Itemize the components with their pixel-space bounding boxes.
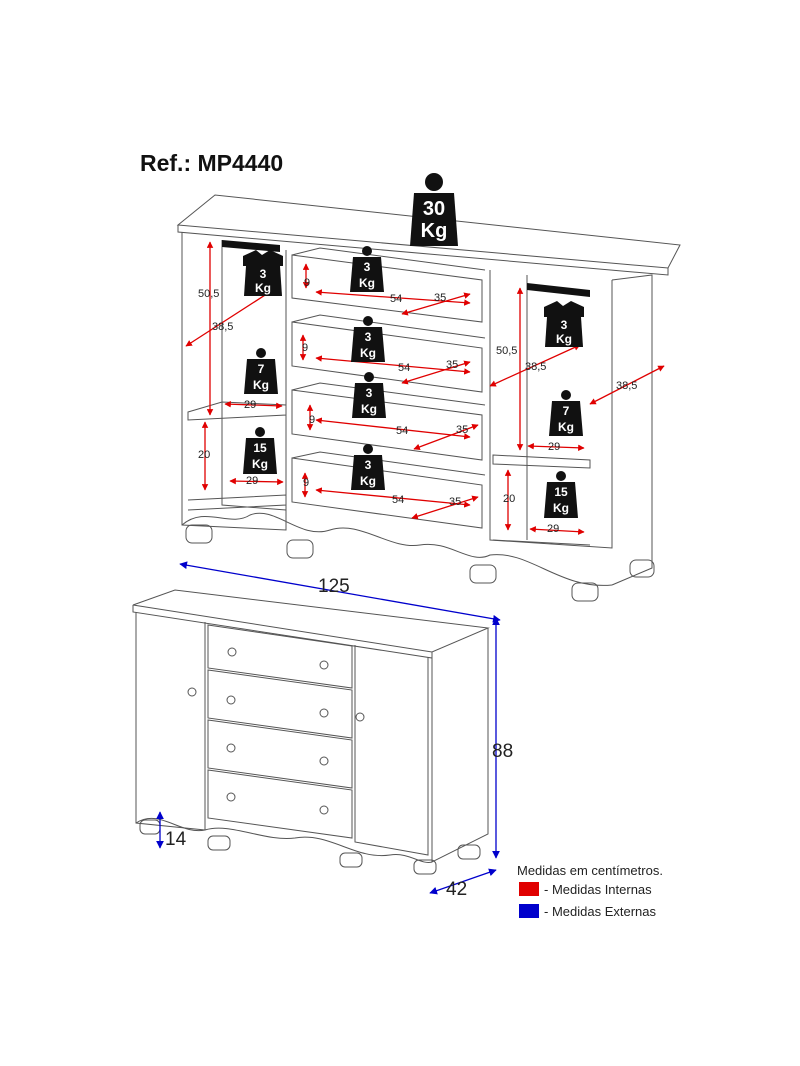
svg-text:Kg: Kg: [252, 457, 268, 471]
height-label: 88: [492, 741, 513, 762]
weight-icon-drawer3: 3 Kg: [352, 372, 386, 418]
legend-internal-label: - Medidas Internas: [544, 882, 652, 897]
drawer3-height-label: 9: [309, 414, 315, 426]
weight-icon-drawer1: 3 Kg: [350, 246, 384, 292]
left-height-label: 50,5: [198, 288, 219, 300]
svg-text:Kg: Kg: [558, 420, 574, 434]
weight-icon-drawer2: 3 Kg: [351, 316, 385, 362]
svg-text:Kg: Kg: [361, 402, 377, 416]
weight-icon-shelf-left-bottom: 15 Kg: [243, 427, 277, 474]
open-cabinet-view: [176, 194, 681, 602]
svg-text:7: 7: [563, 404, 570, 418]
external-dimension-labels: 125 88 14 42: [165, 576, 513, 900]
right-height-label: 50,5: [496, 345, 517, 357]
width-label: 125: [318, 576, 350, 597]
weight-tags: 30 Kg 3 Kg 3 Kg 3 Kg 3 Kg: [243, 173, 584, 518]
right-bottom-height-label: 20: [503, 493, 515, 505]
svg-text:3: 3: [364, 260, 371, 274]
drawer3-width-label: 54: [396, 425, 408, 437]
right-depth-label: 38,5: [525, 361, 546, 373]
svg-text:30: 30: [423, 198, 445, 220]
feet-height-label: 14: [165, 829, 187, 850]
external-dimension-lines: [156, 561, 501, 895]
svg-text:3: 3: [260, 267, 267, 281]
reference-title: Ref.: MP4440: [140, 150, 284, 176]
svg-text:Kg: Kg: [253, 378, 269, 392]
left-shelf-width-label: 29: [244, 399, 256, 411]
drawer2-depth-label: 35: [446, 359, 458, 371]
svg-text:Kg: Kg: [421, 220, 448, 242]
weight-icon-hanger-left: 3 Kg: [243, 250, 283, 296]
legend-title: Medidas em centímetros.: [517, 863, 663, 878]
internal-dimension-labels: 50,5 38,5 29 20 29 9 54 35 9 54 35 9 54 …: [198, 277, 637, 535]
svg-text:3: 3: [366, 386, 373, 400]
svg-text:Kg: Kg: [360, 346, 376, 360]
drawer3-depth-label: 35: [456, 424, 468, 436]
svg-text:3: 3: [365, 458, 372, 472]
svg-text:7: 7: [258, 362, 265, 376]
svg-text:15: 15: [253, 441, 267, 455]
internal-dimension-lines: [185, 241, 665, 535]
svg-text:3: 3: [365, 330, 372, 344]
right-bottom-width-label: 29: [547, 523, 559, 535]
weight-icon-30kg: 30 Kg: [410, 173, 458, 246]
legend-external-label: - Medidas Externas: [544, 904, 656, 919]
left-bottom-width-label: 29: [246, 475, 258, 487]
weight-icon-shelf-right-top: 7 Kg: [549, 390, 583, 436]
closed-cabinet-view: [132, 589, 490, 875]
left-bottom-height-label: 20: [198, 449, 210, 461]
legend: Medidas em centímetros. - Medidas Intern…: [517, 863, 663, 919]
drawer2-height-label: 9: [302, 342, 308, 354]
drawer4-height-label: 9: [303, 477, 309, 489]
drawer1-height-label: 9: [304, 277, 310, 289]
legend-internal-swatch: [519, 882, 539, 896]
drawer2-width-label: 54: [398, 362, 410, 374]
svg-text:15: 15: [554, 485, 568, 499]
drawer1-width-label: 54: [390, 293, 402, 305]
svg-text:Kg: Kg: [556, 332, 572, 346]
depth-label: 42: [446, 879, 467, 900]
svg-text:Kg: Kg: [360, 474, 376, 488]
weight-icon-shelf-left-top: 7 Kg: [244, 348, 278, 394]
left-depth-label: 38,5: [212, 321, 233, 333]
right-outer-depth-label: 38,5: [616, 380, 637, 392]
svg-text:Kg: Kg: [359, 276, 375, 290]
svg-text:3: 3: [561, 318, 568, 332]
drawer4-width-label: 54: [392, 494, 404, 506]
weight-icon-hanger-right: 3 Kg: [544, 301, 584, 347]
weight-icon-shelf-right-bottom: 15 Kg: [544, 471, 578, 518]
legend-external-swatch: [519, 904, 539, 918]
weight-icon-drawer4: 3 Kg: [351, 444, 385, 490]
drawer1-depth-label: 35: [434, 292, 446, 304]
right-shelf-width-label: 29: [548, 441, 560, 453]
svg-text:Kg: Kg: [553, 501, 569, 515]
svg-text:Kg: Kg: [255, 281, 271, 295]
drawer4-depth-label: 35: [449, 496, 461, 508]
